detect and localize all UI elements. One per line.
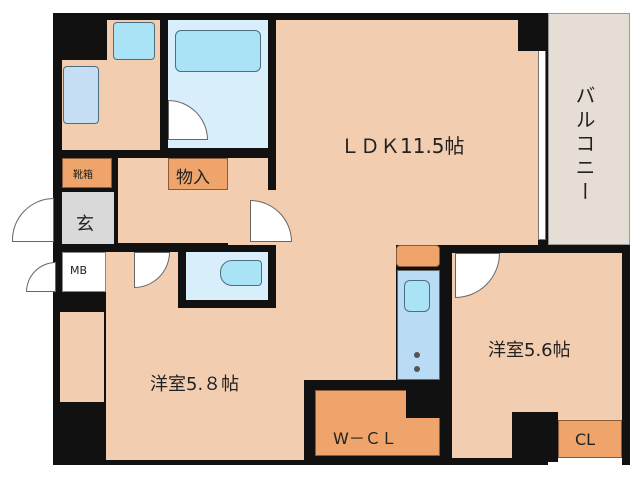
balcony bbox=[548, 13, 630, 245]
closet bbox=[558, 420, 622, 458]
toilet-icon bbox=[220, 260, 262, 286]
western-room-1-main bbox=[106, 308, 304, 460]
entrance-label: 玄 bbox=[76, 214, 94, 235]
western-room-1-strip bbox=[60, 312, 104, 402]
storage-label: 物入 bbox=[176, 168, 210, 188]
column bbox=[518, 13, 548, 51]
western-room-1-label: 洋室5.８帖 bbox=[150, 374, 240, 395]
storage bbox=[168, 158, 228, 190]
meter-box-door[interactable] bbox=[26, 262, 56, 292]
entrance bbox=[62, 192, 114, 244]
cl-column bbox=[512, 412, 558, 462]
sink-icon bbox=[63, 66, 99, 124]
wcl-column bbox=[406, 386, 442, 418]
shoe-box bbox=[62, 158, 112, 188]
kitchen-sink-icon bbox=[404, 280, 430, 312]
stove-icon bbox=[414, 352, 420, 358]
ldk-label: ＬＤＫ11.5帖 bbox=[340, 134, 465, 158]
meter-box bbox=[62, 252, 106, 292]
western-room-2-wall-top bbox=[452, 245, 630, 253]
washing-machine-icon bbox=[113, 22, 155, 60]
meter-box-label: MB bbox=[70, 264, 88, 277]
kitchen-top bbox=[396, 245, 440, 267]
entrance-door[interactable] bbox=[12, 198, 54, 242]
bathtub-icon bbox=[175, 30, 261, 72]
balcony-window bbox=[538, 50, 546, 240]
walk-in-closet-label: W－ＣＬ bbox=[333, 429, 397, 448]
closet-label: CL bbox=[575, 430, 596, 449]
balcony-label: バルコニー bbox=[572, 85, 596, 205]
western-room-2-label: 洋室5.6帖 bbox=[488, 340, 571, 361]
ldk-room bbox=[276, 20, 538, 245]
shoe-box-label: 靴箱 bbox=[73, 170, 93, 181]
western-room-2-wall-right bbox=[622, 245, 630, 465]
